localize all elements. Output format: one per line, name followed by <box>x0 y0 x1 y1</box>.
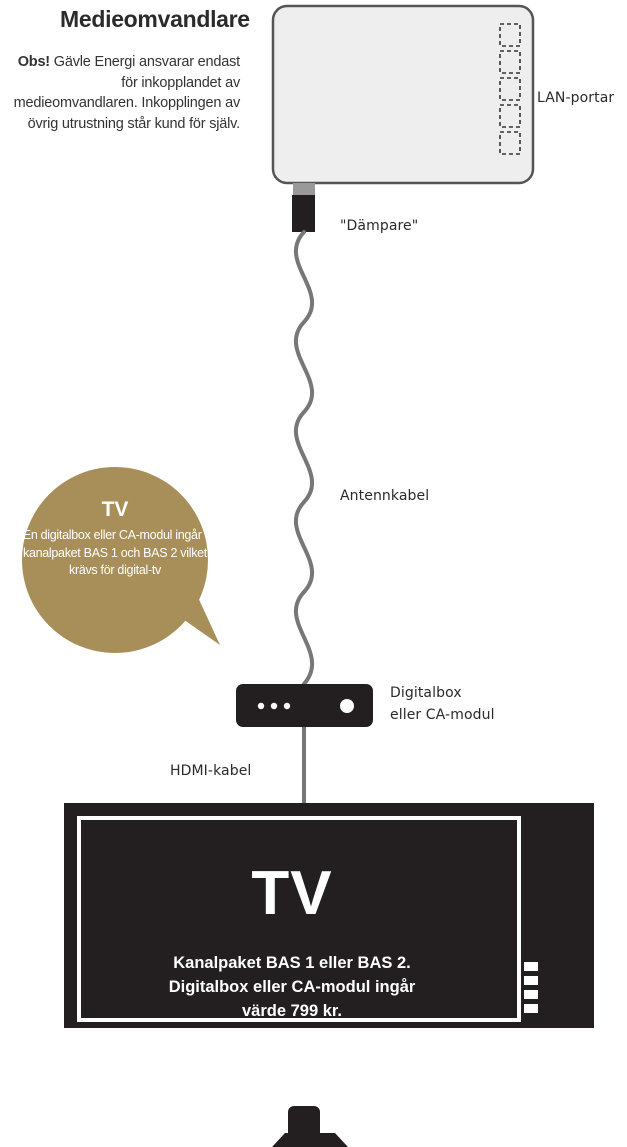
connector-neck <box>293 183 315 195</box>
tv-screen-text: Kanalpaket BAS 1 eller BAS 2. Digitalbox… <box>92 951 492 1023</box>
tv-screen-title: TV <box>92 858 492 929</box>
tv-text-line2: Digitalbox eller CA-modul ingår <box>92 975 492 999</box>
bubble-text: En digitalbox eller CA-modul ingår i kan… <box>22 527 208 580</box>
digitalbox-label-line1: Digitalbox <box>390 682 495 704</box>
tv-text-line3: värde 799 kr. <box>92 999 492 1023</box>
tv-side-button-3 <box>524 990 538 999</box>
media-converter-box <box>273 6 533 183</box>
obs-label: Obs! <box>18 54 50 70</box>
antenna-cable <box>296 232 312 684</box>
tv-side-button-1 <box>524 962 538 971</box>
diagram-title: Medieomvandlare <box>60 6 240 33</box>
tv-stand-base <box>272 1133 348 1147</box>
bubble-title: TV <box>22 498 208 522</box>
digitalbox-dot-3 <box>284 703 290 709</box>
obs-note: Obs! Gävle Energi ansvarar endast för in… <box>0 52 240 134</box>
digitalbox-label-line2: eller CA-modul <box>390 704 495 726</box>
hdmi-cable-label: HDMI-kabel <box>170 763 251 779</box>
digitalbox-label: Digitalbox eller CA-modul <box>390 682 495 726</box>
tv-side-button-2 <box>524 976 538 985</box>
dampare-label: "Dämpare" <box>340 218 418 234</box>
tv-text-line1: Kanalpaket BAS 1 eller BAS 2. <box>92 951 492 975</box>
tv-side-button-4 <box>524 1004 538 1013</box>
antenn-cable-label: Antennkabel <box>340 488 429 504</box>
digitalbox-dot-2 <box>271 703 277 709</box>
lan-ports-label: LAN-portar <box>537 90 614 106</box>
digitalbox-dot-1 <box>258 703 264 709</box>
digitalbox-button <box>340 699 354 713</box>
dampare-connector <box>292 195 315 232</box>
